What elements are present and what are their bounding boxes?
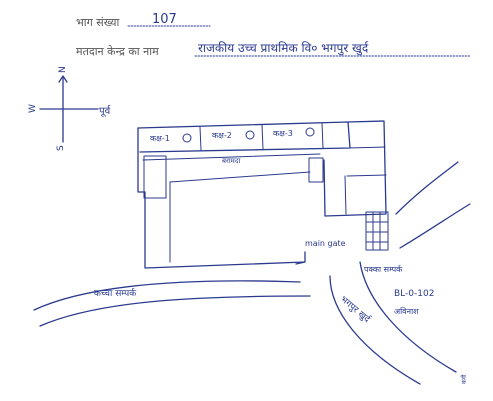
road-right-outer-edge [359, 261, 457, 373]
bl-name: अविनाश [394, 306, 419, 316]
main-gate-label: main gate [305, 239, 346, 248]
right-room-divider-3 [344, 175, 347, 215]
room-divider-1 [199, 126, 202, 151]
road-left-lower-edge [39, 295, 311, 327]
compass-north-label: N [58, 66, 68, 73]
compass-south-label: S [56, 145, 66, 151]
toilet-hatch [365, 211, 389, 251]
room-2-marker [245, 130, 255, 140]
road-top-right-upper-edge [395, 161, 459, 215]
bl-code: BL-0-102 [394, 289, 434, 299]
office-room [143, 155, 167, 199]
stair-box [308, 157, 324, 183]
room-2-label: कक्ष-2 [212, 131, 232, 140]
road-top-right-lower-edge [399, 203, 471, 249]
bhagpur-road-label: भगपुर खुर्द [338, 293, 373, 325]
corner-note: कवी [460, 374, 468, 384]
pakka-road-label: पक्का सम्पर्क [364, 264, 403, 274]
centre-name-value: राजकीय उच्च प्राथमिक वि० भगपुर खुर्द [198, 41, 369, 56]
road-left-upper-edge [33, 280, 301, 311]
verandah-line [142, 153, 321, 161]
verandah-label: बरामदा [222, 157, 241, 165]
room-divider-3 [321, 122, 324, 149]
room-3-marker [305, 127, 315, 137]
room-strip-top [137, 121, 351, 153]
room-1-label: कक्ष-1 [150, 134, 170, 143]
road-label: कच्चा सम्पर्क [94, 287, 137, 299]
booth-number-label: भाग संख्या [76, 16, 120, 29]
room-divider-2 [261, 124, 264, 150]
compass-north-arrow-icon [58, 75, 68, 83]
main-gate-post [295, 251, 306, 265]
compass-west-label: W [28, 104, 38, 113]
compass: N S W पूर्व [28, 66, 111, 151]
road-right-inner-edge [329, 275, 421, 385]
room-block-right [323, 120, 387, 217]
room-3-label: कक्ष-3 [273, 129, 293, 138]
booth-number-value: 107 [152, 12, 177, 27]
toilet-block [365, 211, 389, 251]
inner-wall-top [169, 171, 311, 183]
compass-east-label: पूर्व [99, 105, 111, 117]
school-building: बरामदा main gate [137, 120, 389, 269]
centre-name-label: मतदान केन्द्र का नाम [76, 45, 159, 58]
compound-wall-outer [137, 127, 306, 269]
right-room-divider-2 [346, 174, 387, 177]
right-room-divider-1 [347, 146, 386, 149]
room-1-marker [182, 133, 192, 143]
